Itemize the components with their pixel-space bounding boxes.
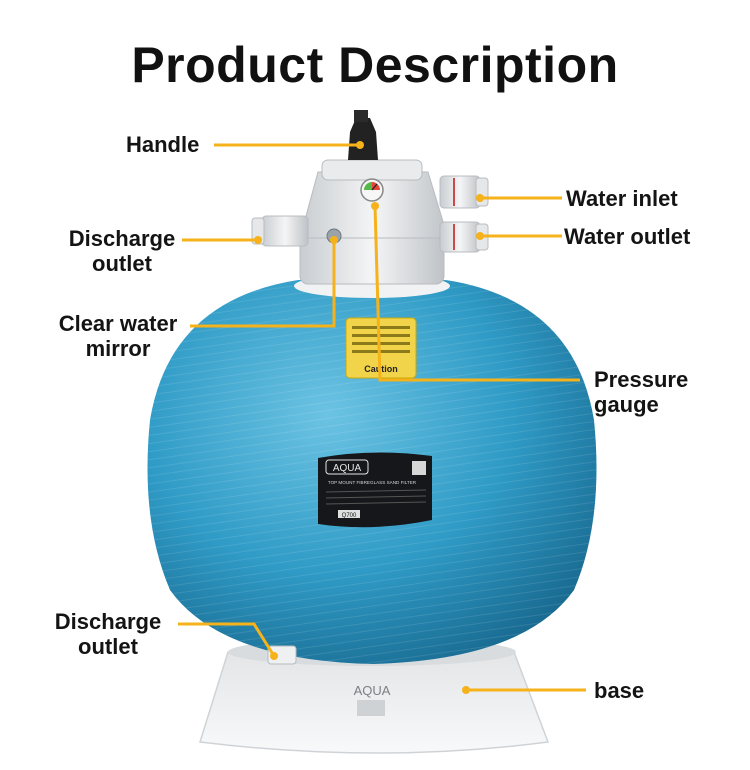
base-qr-code [357, 700, 385, 716]
label-water-inlet: Water inlet [566, 186, 678, 211]
nameplate: AQUA TOP MOUNT FIBREGLASS SAND FILTER Q7… [318, 452, 432, 528]
page-title: Product Description [131, 37, 619, 93]
label-water-outlet: Water outlet [564, 224, 691, 249]
leader-clear-water-mirror [190, 240, 336, 328]
label-discharge-outlet-bottom-line2: outlet [78, 634, 138, 659]
label-discharge-outlet-top: Discharge outlet [66, 226, 178, 276]
label-pressure-gauge: Pressure gauge [594, 367, 688, 417]
label-clear-water-mirror: Clear water mirror [52, 311, 184, 361]
label-discharge-outlet-bottom: Discharge outlet [52, 609, 164, 659]
leader-discharge-bottom [178, 622, 276, 657]
multiport-valve [251, 110, 489, 285]
nameplate-qr-code [412, 461, 426, 475]
base-brand: AQUA [354, 683, 391, 698]
label-pressure-gauge-line1: Pressure [594, 367, 689, 392]
caution-sticker: Caution [345, 317, 417, 379]
label-discharge-outlet-top-line1: Discharge [68, 226, 176, 251]
nameplate-brand: AQUA [333, 463, 362, 474]
nameplate-heading: TOP MOUNT FIBREGLASS SAND FILTER [328, 480, 417, 485]
label-clear-water-mirror-line1: Clear water [58, 311, 178, 336]
label-pressure-gauge-line2: gauge [594, 392, 659, 417]
leader-pressure-gauge [373, 205, 580, 382]
label-discharge-outlet-top-line2: outlet [92, 251, 152, 276]
nameplate-model: Q700 [342, 513, 357, 519]
label-base: base [594, 678, 645, 703]
label-discharge-outlet-bottom-line1: Discharge [54, 609, 162, 634]
leader-lines [178, 141, 586, 694]
label-handle: Handle [126, 132, 200, 157]
label-clear-water-mirror-line2: mirror [85, 336, 151, 361]
